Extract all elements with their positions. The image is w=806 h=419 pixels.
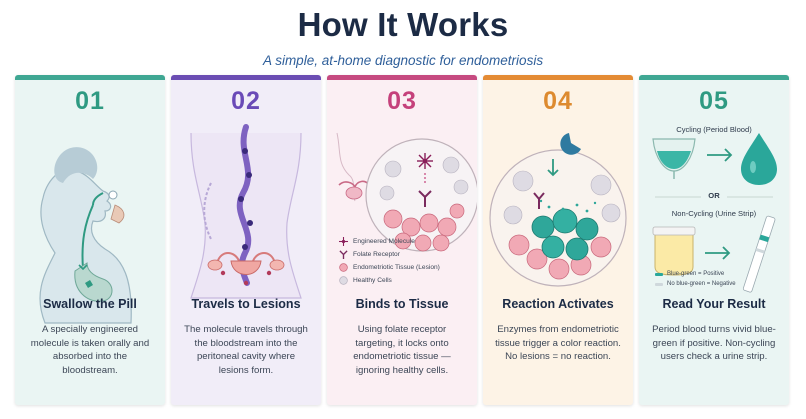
positive-swatch bbox=[655, 272, 663, 276]
step-5-number: 05 bbox=[699, 87, 729, 115]
steps-row: 01 Swallow the Pill A specially engineer… bbox=[15, 75, 792, 405]
swallow-pill-illustration bbox=[39, 147, 132, 324]
key-positive: Blue-green = Positive bbox=[655, 271, 724, 277]
step-1-number: 01 bbox=[75, 87, 105, 115]
step-card-3: 03 bbox=[327, 75, 477, 405]
legend-item-folate-receptor: Folate Receptor bbox=[339, 248, 471, 261]
or-separator: OR bbox=[708, 191, 720, 200]
negative-swatch bbox=[655, 282, 663, 286]
page-subtitle: A simple, at-home diagnostic for endomet… bbox=[262, 53, 544, 68]
legend-item-engineered-molecule: Engineered Molecule bbox=[339, 235, 471, 248]
cycling-label: Cycling (Period Blood) bbox=[676, 125, 752, 134]
healthy-cell-icon bbox=[339, 276, 348, 285]
page-title: How It Works bbox=[297, 6, 509, 43]
noncycling-label: Non-Cycling (Urine Strip) bbox=[671, 209, 757, 218]
step-1-description: A specially engineered molecule is taken… bbox=[30, 324, 150, 376]
step-3-accent-bar bbox=[327, 75, 477, 80]
bloodstream-illustration bbox=[190, 124, 302, 299]
step-4-accent-bar bbox=[483, 75, 633, 80]
step-3-number: 03 bbox=[387, 87, 417, 115]
binding-illustration bbox=[336, 132, 477, 252]
legend-item-healthy-cells: Healthy Cells bbox=[339, 274, 471, 287]
key-negative: No blue-green = Negative bbox=[655, 281, 736, 287]
step-4-description: Enzymes from endometriotic tissue trigge… bbox=[495, 324, 621, 363]
step-2-accent-bar bbox=[171, 75, 321, 80]
step-2-description: The molecule travels through the bloodst… bbox=[184, 324, 308, 376]
result-illustration bbox=[652, 133, 777, 293]
step-2-number: 02 bbox=[231, 87, 261, 115]
step-4-number: 04 bbox=[543, 87, 573, 115]
lesion-cell-icon bbox=[339, 263, 348, 272]
step-3-title: Binds to Tissue bbox=[355, 297, 449, 311]
step-card-2: 02 Travels to Lesions The molecule trave… bbox=[171, 75, 321, 405]
step-1-title: Swallow the Pill bbox=[43, 297, 137, 311]
step-5-accent-bar bbox=[639, 75, 789, 80]
legend-item-endometriotic-tissue: Endometriotic Tissue (Lesion) bbox=[339, 261, 471, 274]
step-card-1: 01 Swallow the Pill A specially engineer… bbox=[15, 75, 165, 405]
step-2-title: Travels to Lesions bbox=[191, 297, 301, 311]
step-5-description: Period blood turns vivid blue-green if p… bbox=[652, 324, 776, 363]
step-5-title: Read Your Result bbox=[662, 297, 766, 311]
binding-legend: Engineered Molecule Folate Receptor Endo… bbox=[339, 235, 471, 287]
molecule-icon bbox=[339, 237, 348, 246]
step-4-title: Reaction Activates bbox=[502, 297, 614, 311]
reaction-illustration bbox=[489, 133, 627, 287]
step-1-accent-bar bbox=[15, 75, 165, 80]
step-card-4: 04 Reaction Activates Enzymes from bbox=[483, 75, 633, 405]
step-3-description: Using folate receptor targeting, it lock… bbox=[353, 324, 451, 376]
receptor-icon bbox=[339, 250, 348, 259]
step-card-5: 05 Cycling (Period Blood) OR Non-Cycling… bbox=[639, 75, 789, 405]
